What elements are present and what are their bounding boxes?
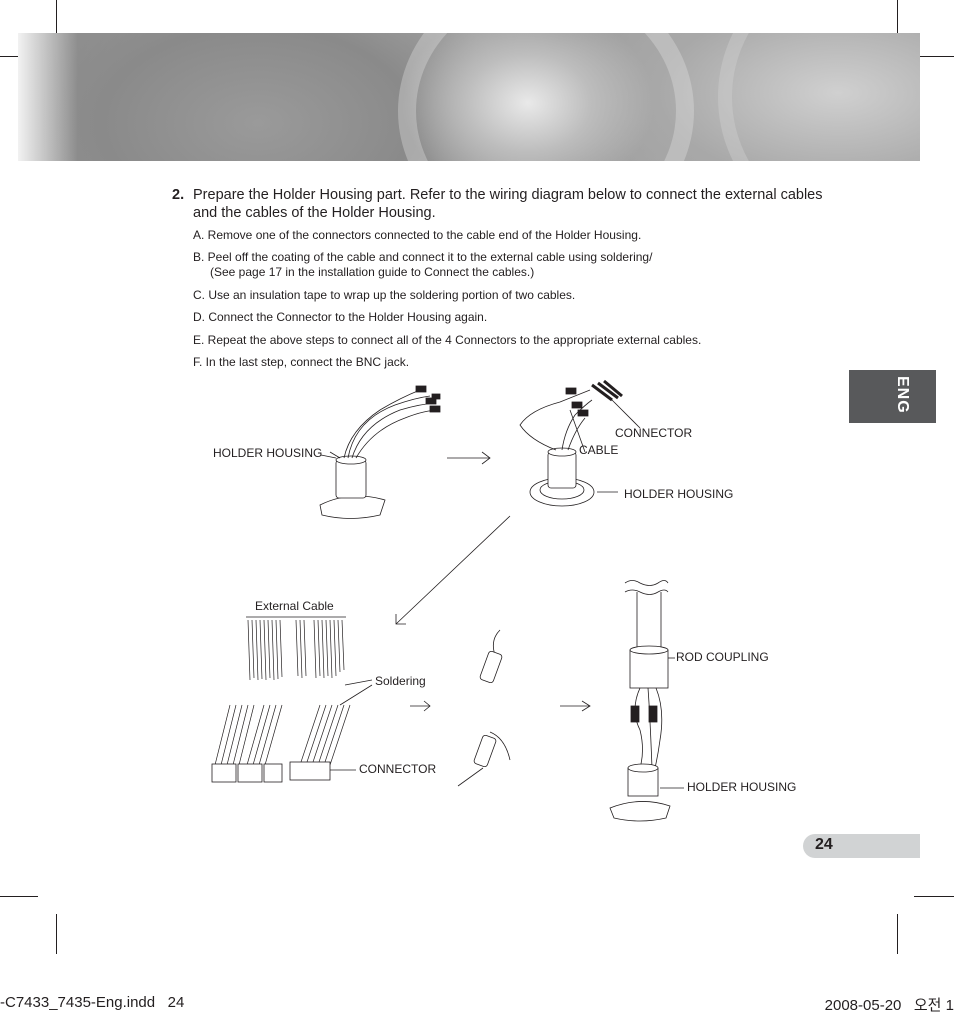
arrow-diagonal	[395, 515, 511, 625]
label-holder-housing-2: HOLDER HOUSING	[624, 487, 734, 501]
crop-mark	[56, 914, 57, 954]
holder-housing-illustration-1	[319, 385, 441, 519]
lens-ring	[718, 33, 920, 161]
step-number: 2.	[172, 187, 185, 203]
crop-mark	[914, 56, 954, 57]
page-number: 24	[815, 836, 833, 853]
label-cable: CABLE	[579, 443, 619, 457]
holder-housing-illustration-2	[519, 379, 641, 507]
label-rod-coupling: ROD COUPLING	[676, 650, 769, 664]
arrow-right	[410, 700, 431, 712]
crop-mark	[0, 896, 38, 897]
banner-fade	[18, 33, 78, 161]
label-connector-2: CONNECTOR	[359, 762, 437, 776]
crop-mark	[897, 914, 898, 954]
substep-e: E. Repeat the above steps to connect all…	[193, 333, 702, 347]
page-number-bar	[803, 834, 920, 858]
external-cable-illustration	[211, 616, 373, 783]
footer-date: 2008-05-20 오전 1	[824, 997, 954, 1014]
label-connector-1: CONNECTOR	[615, 426, 693, 440]
crop-mark	[56, 0, 57, 38]
arrow-right	[560, 700, 591, 712]
substep-f: F. In the last step, connect the BNC jac…	[193, 355, 410, 369]
substep-b-note: (See page 17 in the installation guide t…	[210, 265, 535, 279]
header-banner	[18, 33, 920, 161]
label-external-cable: External Cable	[255, 599, 334, 613]
substep-c: C. Use an insulation tape to wrap up the…	[193, 288, 576, 302]
substep-d: D. Connect the Connector to the Holder H…	[193, 310, 488, 324]
step-text: Prepare the Holder Housing part. Refer t…	[193, 187, 823, 221]
language-tab: ENG	[849, 370, 936, 423]
bnc-jack-illustration	[457, 629, 511, 787]
label-soldering: Soldering	[375, 674, 426, 688]
crop-mark	[914, 896, 954, 897]
substep-a: A. Remove one of the connectors connecte…	[193, 228, 642, 242]
footer-filename: -C7433_7435-Eng.indd 24	[0, 994, 185, 1011]
label-holder-housing-3: HOLDER HOUSING	[687, 780, 797, 794]
arrow-right	[447, 451, 491, 465]
label-holder-housing-1: HOLDER HOUSING	[213, 446, 323, 460]
crop-mark	[897, 0, 898, 38]
substep-b: B. Peel off the coating of the cable and…	[193, 250, 653, 264]
rod-coupling-illustration	[609, 580, 684, 822]
